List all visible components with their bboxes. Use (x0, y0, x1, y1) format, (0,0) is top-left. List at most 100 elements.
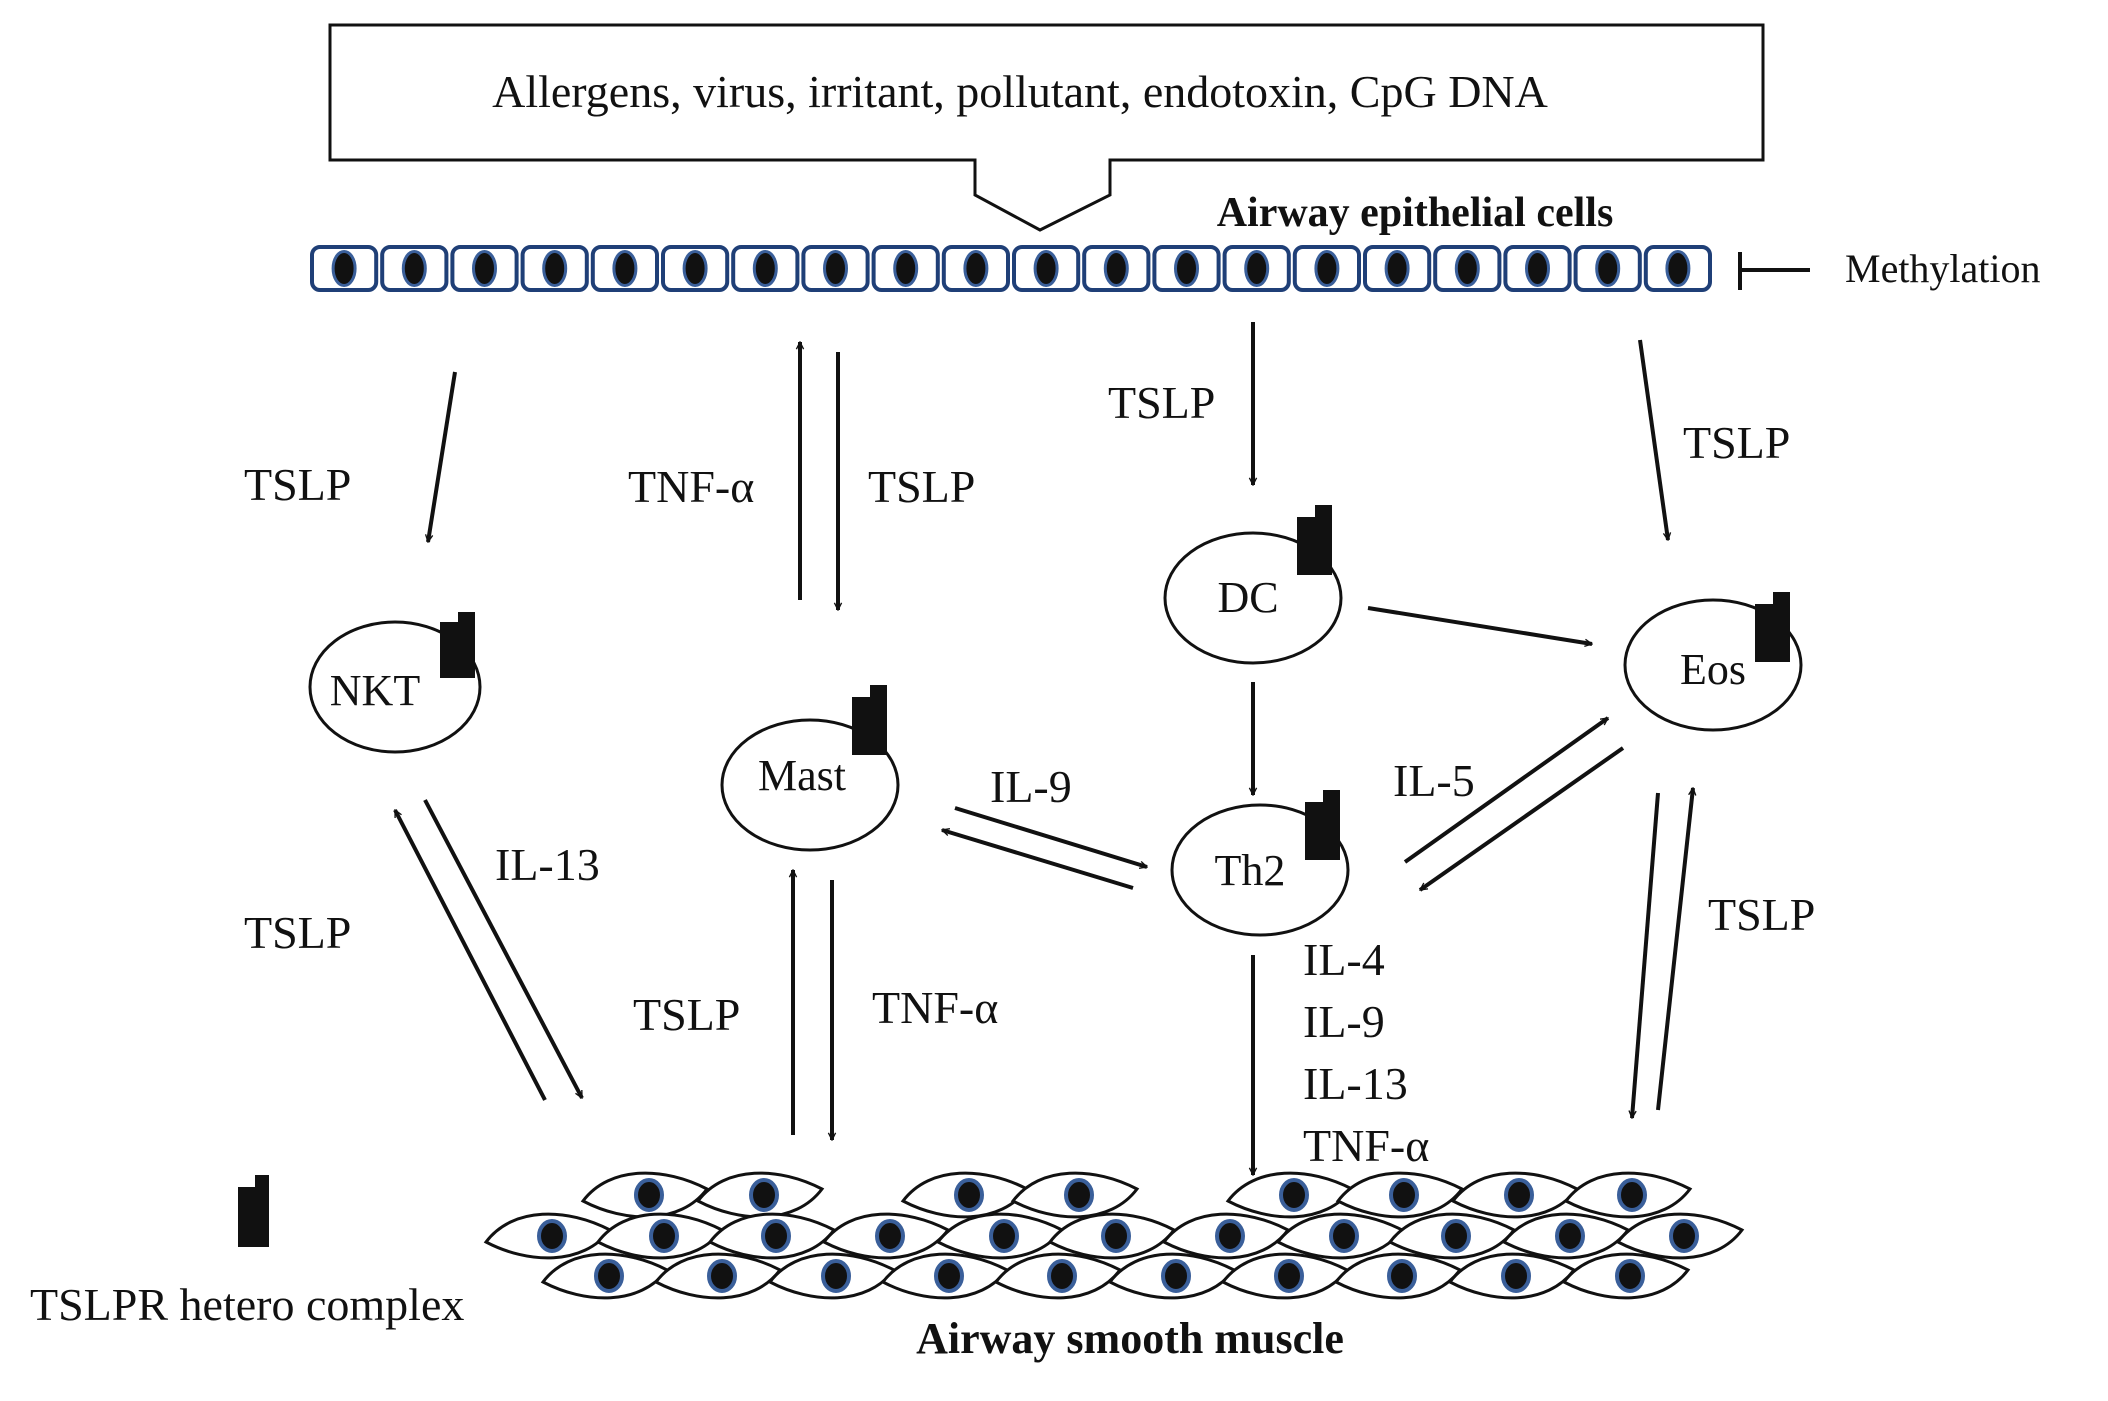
arrow-nkt-to-asm (423, 799, 584, 1098)
label-epi-to-mast: TSLP (868, 461, 975, 512)
label-nkt-asm-right: IL-13 (495, 839, 600, 890)
receptor-icon (440, 612, 475, 678)
th2-cell (1170, 803, 1350, 937)
smooth-muscle-cell (1161, 1212, 1291, 1260)
smooth-muscle-cell (821, 1212, 951, 1260)
smooth-muscle-cell (1615, 1212, 1745, 1260)
dc-cell-label: DC (1217, 573, 1278, 622)
epithelial-nucleus (1174, 250, 1199, 287)
label-th2-eos: IL-5 (1393, 755, 1475, 806)
label-mast-to-asm: TNF-α (872, 982, 998, 1033)
epithelial-nucleus (893, 250, 919, 287)
smooth-muscle-cell (540, 1252, 670, 1300)
epithelial-nucleus (752, 250, 778, 287)
epithelial-nucleus (472, 250, 497, 287)
receptor-icon (852, 685, 887, 755)
label-epi-to-eos: TSLP (1683, 417, 1790, 468)
smooth-muscle-cell (1333, 1252, 1463, 1300)
epithelial-nucleus (401, 250, 427, 287)
arrow-asm-to-eos (1656, 788, 1693, 1111)
epithelial-nucleus (682, 250, 708, 287)
epithelial-nucleus (612, 250, 638, 287)
epithelial-nucleus (542, 250, 568, 287)
dc-cell (1163, 531, 1343, 665)
smooth-muscle-cell (1387, 1212, 1517, 1260)
smooth-muscle-cell (1225, 1171, 1355, 1219)
arrow-th2-to-eos (1403, 716, 1608, 864)
label-mast-to-epi: TNF-α (628, 461, 754, 512)
stimulus-box (328, 23, 1765, 232)
epithelial-nucleus (1665, 250, 1691, 287)
smooth-muscle-cell (1220, 1252, 1350, 1300)
epithelial-nucleus (1244, 250, 1270, 287)
label-th2-to-asm-1: IL-4 (1303, 934, 1385, 985)
label-th2-to-asm-4: TNF-α (1303, 1120, 1429, 1171)
smooth-muscle-cell (483, 1212, 613, 1260)
smooth-muscle-cell (1107, 1252, 1237, 1300)
smooth-muscle-cell (653, 1252, 783, 1300)
smooth-muscle-label: Airway smooth muscle (916, 1314, 1344, 1363)
arrow-eos-to-th2 (1420, 746, 1625, 892)
epithelial-nucleus (1454, 250, 1480, 287)
mast-cell-label: Mast (758, 751, 846, 800)
th2-cell-label: Th2 (1215, 846, 1286, 895)
smooth-muscle-cell (1561, 1252, 1691, 1300)
smooth-muscle-cells (483, 1171, 1745, 1300)
smooth-muscle-cell (1335, 1171, 1465, 1219)
receptor-icon (1297, 505, 1332, 575)
smooth-muscle-cell (580, 1171, 710, 1219)
epithelial-nucleus (823, 250, 848, 287)
smooth-muscle-cell (707, 1212, 837, 1260)
arrow-mast-to-th2 (954, 806, 1147, 867)
arrow-epithelium-to-nkt (428, 371, 457, 542)
arrow-epithelium-to-eos (1638, 339, 1668, 540)
smooth-muscle-cell (900, 1171, 1030, 1219)
arrow-th2-to-mast (942, 830, 1134, 890)
smooth-muscle-cell (1047, 1212, 1177, 1260)
eos-cell (1623, 598, 1803, 732)
smooth-muscle-cell (595, 1212, 725, 1260)
arrow-dc-to-eos (1367, 606, 1592, 644)
smooth-muscle-cell (935, 1212, 1065, 1260)
epithelial-nucleus (1384, 250, 1410, 287)
epithelial-nucleus (1103, 250, 1129, 287)
epithelial-nucleus (963, 250, 989, 287)
smooth-muscle-cell (1501, 1212, 1631, 1260)
smooth-muscle-cell (993, 1252, 1123, 1300)
smooth-muscle-cell (1275, 1212, 1405, 1260)
nkt-cell-label: NKT (330, 666, 421, 715)
epithelium-cell-row (310, 245, 1713, 292)
epithelial-nucleus (1314, 250, 1340, 287)
smooth-muscle-cell (1010, 1171, 1140, 1219)
label-th2-to-asm-2: IL-9 (1303, 996, 1385, 1047)
stimulus-text: Allergens, virus, irritant, pollutant, e… (492, 66, 1548, 117)
label-epi-to-dc: TSLP (1108, 377, 1215, 428)
nkt-cell (308, 620, 482, 754)
receptor-icon (1755, 592, 1790, 662)
smooth-muscle-cell (767, 1252, 897, 1300)
eos-cell-label: Eos (1680, 645, 1746, 694)
arrow-asm-to-nkt (393, 810, 547, 1101)
smooth-muscle-cell (880, 1252, 1010, 1300)
legend-receptor-icon (238, 1175, 269, 1247)
smooth-muscle-cell (695, 1171, 825, 1219)
label-th2-to-mast: IL-9 (990, 761, 1072, 812)
epithelial-nucleus (1033, 250, 1059, 287)
label-epi-to-nkt: TSLP (244, 459, 351, 510)
smooth-muscle-cell (1447, 1252, 1577, 1300)
smooth-muscle-cell (1563, 1171, 1693, 1219)
label-eos-asm: TSLP (1708, 889, 1815, 940)
methylation-label: Methylation (1845, 246, 2041, 291)
label-nkt-asm-left: TSLP (244, 907, 351, 958)
label-asm-to-mast: TSLP (633, 989, 740, 1040)
arrow-eos-to-asm (1632, 792, 1660, 1118)
epithelial-nucleus (1595, 250, 1621, 287)
label-th2-to-asm-3: IL-13 (1303, 1058, 1408, 1109)
receptor-icon (1305, 790, 1340, 860)
legend-label: TSLPR hetero complex (30, 1279, 464, 1330)
epithelium-label: Airway epithelial cells (1217, 190, 1614, 236)
mast-cell (720, 718, 900, 852)
epithelial-nucleus (1525, 250, 1550, 287)
smooth-muscle-cell (1450, 1171, 1580, 1219)
